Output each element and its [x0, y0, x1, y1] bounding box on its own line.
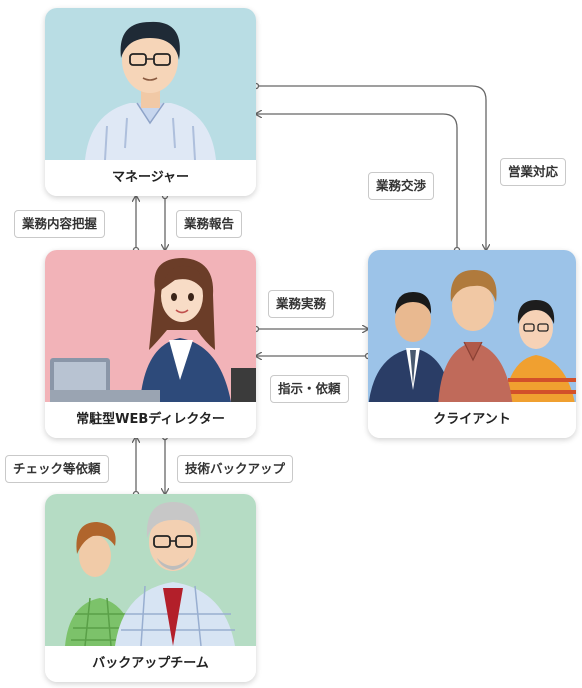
edge-label-instruction-request: 指示・依頼	[270, 375, 349, 403]
client-card: クライアント	[368, 250, 576, 438]
backup-illustration	[45, 494, 256, 646]
edge-label-negotiation: 業務交渉	[368, 172, 435, 200]
backup-card: バックアップチーム	[45, 494, 256, 682]
director-illustration	[45, 250, 256, 402]
manager-label: マネージャー	[45, 160, 256, 196]
manager-illustration	[45, 8, 256, 160]
arrow-negotiation	[256, 114, 458, 250]
client-label: クライアント	[368, 402, 576, 438]
edge-label-sales-response: 営業対応	[500, 158, 567, 186]
edge-label-business-practice: 業務実務	[268, 290, 335, 318]
backup-label: バックアップチーム	[45, 646, 256, 682]
director-card: 常駐型WEBディレクター	[45, 250, 256, 438]
edge-label-business-grasp: 業務内容把握	[14, 210, 106, 238]
edge-label-tech-backup: 技術バックアップ	[177, 455, 294, 483]
manager-card: マネージャー	[45, 8, 256, 196]
edge-label-check-request: チェック等依頼	[5, 455, 109, 483]
client-illustration	[368, 250, 576, 409]
director-label: 常駐型WEBディレクター	[45, 402, 256, 438]
arrow-sales-response	[256, 85, 486, 250]
edge-label-business-report: 業務報告	[176, 210, 243, 238]
